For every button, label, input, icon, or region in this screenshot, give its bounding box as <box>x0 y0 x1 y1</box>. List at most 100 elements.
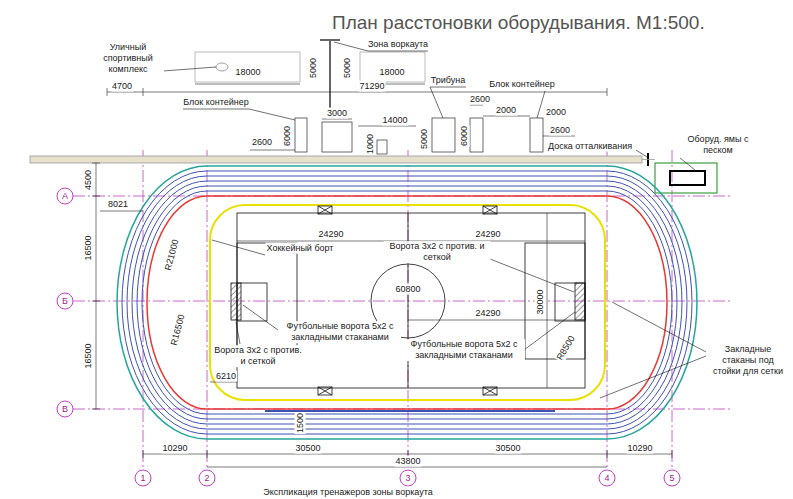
bench-box <box>318 387 332 395</box>
dimension-text: 4700 <box>111 81 133 92</box>
axis-label: Б <box>61 296 69 307</box>
dimension-line <box>358 126 416 127</box>
dimension-text: 30000 <box>535 288 546 315</box>
bench-box <box>483 206 497 214</box>
goal-symbol <box>231 283 241 320</box>
track-lane <box>142 191 672 414</box>
dimension-line <box>210 382 237 383</box>
callout-label: Футбольные ворота 5х2 с закладными стака… <box>279 321 401 343</box>
leader-line <box>183 109 295 120</box>
dimension-text: 1500 <box>295 412 306 434</box>
callout-label: Футбольные ворота 5х2 с закладными стака… <box>403 339 525 361</box>
dimension-text: 1000 <box>365 133 376 155</box>
dimension-text: 14000 <box>381 115 408 126</box>
dimension-text: 71290 <box>358 81 385 92</box>
dimension-text: 2000 <box>545 107 567 118</box>
dimension-line <box>107 92 607 93</box>
axis-bubble <box>599 470 615 486</box>
callout-label: Экспликация тренажеров зоны воркаута <box>262 487 434 498</box>
dimension-tick <box>92 196 100 197</box>
bench-box <box>318 387 332 395</box>
dimension-text: 5000 <box>342 57 353 79</box>
dimension-text: 2600 <box>549 125 571 136</box>
dimension-tick <box>143 88 144 96</box>
leader-line <box>236 322 240 344</box>
dimension-line <box>543 136 575 137</box>
track-lane <box>265 410 555 412</box>
callout-label: Трибуна <box>430 75 466 86</box>
callout-label: Зона воркаута <box>367 39 429 50</box>
dimension-line <box>547 213 548 388</box>
dimension-text: 16500 <box>83 234 94 261</box>
bench-box <box>318 387 332 395</box>
axis-bubble <box>199 470 215 486</box>
hockey-board <box>210 205 605 400</box>
dimension-line <box>100 211 143 212</box>
track-lane <box>132 181 682 424</box>
bench-box <box>483 206 497 214</box>
leader-line <box>636 150 647 157</box>
dimension-text: 5000 <box>308 57 319 79</box>
dimension-line <box>237 241 408 242</box>
track-lane <box>122 171 692 434</box>
bench-box <box>483 387 497 395</box>
callout-label: Хоккейный борт <box>266 243 335 254</box>
axis-bubble <box>57 293 73 309</box>
container-block <box>295 118 307 152</box>
track-lane <box>127 176 687 429</box>
dimension-tick <box>92 301 100 302</box>
dimension-text: 3000 <box>326 108 348 119</box>
axis-label: 1 <box>139 473 146 484</box>
callout-label: Ворота 3х2 с против. и сеткой <box>384 241 491 263</box>
dimension-line <box>143 454 672 455</box>
dimension-line <box>408 320 585 321</box>
callout-label: Закладные стаканы под стойки для сетки <box>707 344 789 376</box>
dimension-text: 24290 <box>474 229 501 240</box>
callout-label: Ворота 3х2 с против. и сеткой <box>212 345 304 367</box>
runway <box>642 159 655 160</box>
dimension-line <box>483 116 530 117</box>
axis-bubble <box>57 401 73 417</box>
axis-bubble <box>664 470 680 486</box>
dimension-text: 4500 <box>83 169 94 191</box>
leader-line <box>612 302 706 352</box>
drawing-title: План расстоновки оборудывания. М1:500. <box>332 12 705 34</box>
sand-pit <box>670 171 705 185</box>
workout-zone <box>195 52 300 82</box>
axis-bubble <box>57 188 73 204</box>
stand-block <box>377 140 387 154</box>
workout-post <box>320 39 340 41</box>
dimension-text: 16500 <box>83 342 94 369</box>
dimension-line <box>195 84 300 85</box>
runway <box>30 156 642 163</box>
dimension-text: 30500 <box>494 443 521 454</box>
goal-area <box>555 283 585 321</box>
dimension-text: 24290 <box>317 229 344 240</box>
axis-line <box>73 301 730 302</box>
callout-label: Доска отталкивания <box>547 141 633 152</box>
track-inner-edge <box>147 196 667 409</box>
axis-label: 3 <box>404 473 411 484</box>
dimension-text: 2000 <box>495 105 517 116</box>
dimension-tick <box>672 450 673 458</box>
dimension-tick <box>607 450 608 458</box>
complex-symbol <box>216 63 228 71</box>
track-lane <box>117 166 697 439</box>
dimension-text: 6210 <box>215 371 237 382</box>
leader-line <box>212 240 265 255</box>
dimension-text: 10290 <box>626 443 653 454</box>
container-block <box>530 118 543 152</box>
axis-line <box>207 150 208 470</box>
workout-post <box>329 40 331 110</box>
tribune <box>432 118 455 152</box>
dimension-line <box>207 467 607 468</box>
dimension-text: 2600 <box>469 94 491 105</box>
bench-box <box>318 206 332 214</box>
sand-pit <box>655 163 717 193</box>
dimension-text: 43800 <box>394 456 421 467</box>
callout-label: Блок контейнер <box>182 97 250 108</box>
bench-box <box>483 387 497 395</box>
dimension-line <box>96 163 97 409</box>
stand-block <box>322 122 352 152</box>
dimension-text: R16500 <box>168 312 187 347</box>
